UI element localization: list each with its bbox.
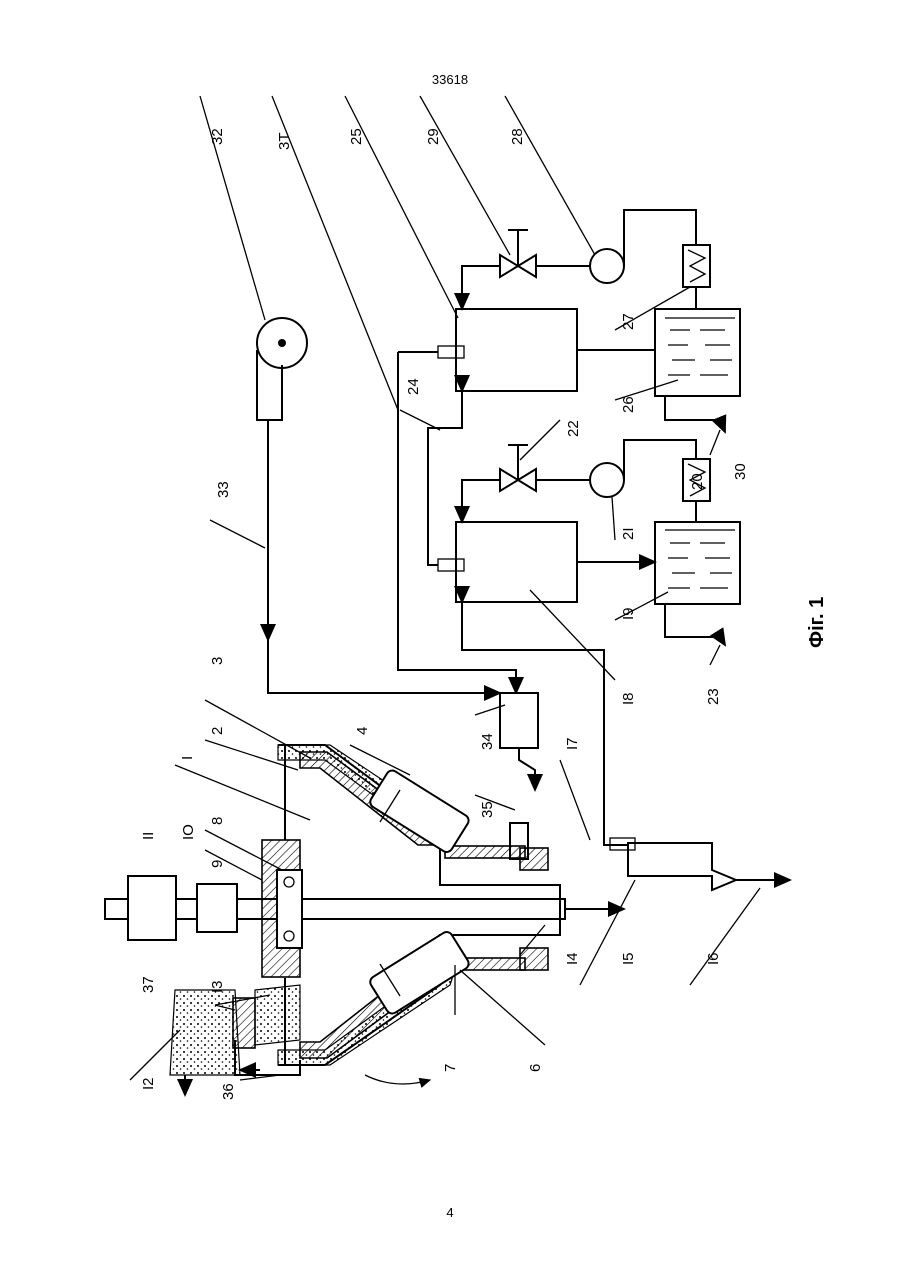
label-17: I7 [564, 737, 581, 750]
label-10: IO [180, 824, 197, 840]
heater-box-34 [500, 693, 538, 748]
label-24: 24 [405, 378, 422, 395]
label-26: 26 [620, 396, 637, 413]
label-2: 2 [209, 727, 226, 735]
label-37: 37 [140, 976, 157, 993]
label-19: I9 [620, 607, 637, 620]
label-35: 35 [479, 801, 496, 818]
label-32: 32 [209, 128, 226, 145]
reducer-10 [197, 884, 237, 932]
fan [257, 318, 307, 420]
label-1: I [179, 756, 196, 760]
label-36: 36 [220, 1083, 237, 1100]
valve-29 [500, 230, 536, 277]
label-3: 3 [209, 657, 226, 665]
label-8: 8 [209, 817, 226, 825]
vessel-18 [456, 522, 577, 602]
label-23: 23 [705, 688, 722, 705]
label-13: I3 [209, 980, 226, 993]
label-16: I6 [705, 952, 722, 965]
pump-21 [590, 463, 624, 497]
label-21: 2I [620, 527, 637, 540]
label-11: II [140, 832, 157, 840]
label-27: 27 [620, 313, 637, 330]
label-30: 30 [732, 463, 749, 480]
label-14: I4 [564, 952, 581, 965]
motor-11 [128, 876, 176, 940]
figure-caption: Фіг. 1 [806, 597, 828, 648]
heater-27 [683, 245, 710, 287]
label-33: 33 [215, 481, 232, 498]
label-28: 28 [509, 128, 526, 145]
label-9: 9 [209, 860, 226, 868]
page-number: 4 [0, 1205, 900, 1220]
label-18: I8 [620, 692, 637, 705]
centrifuge [105, 745, 624, 1095]
label-29: 29 [425, 128, 442, 145]
label-31: 3Т [276, 132, 293, 150]
label-12: I2 [140, 1077, 157, 1090]
label-34: 34 [479, 733, 496, 750]
figure-labels: 32 3Т 25 29 28 27 24 22 33 2I 20 30 26 I… [140, 128, 828, 1100]
label-20: 20 [689, 473, 706, 490]
label-15: I5 [620, 952, 637, 965]
label-25: 25 [348, 128, 365, 145]
label-22: 22 [565, 420, 582, 437]
label-4: 4 [354, 727, 371, 735]
label-7: 7 [442, 1064, 459, 1072]
valve-22 [500, 445, 536, 491]
cyclone-15 [610, 838, 790, 900]
vessel-25 [456, 309, 577, 391]
upper-equipment [257, 210, 790, 900]
label-6: 6 [527, 1064, 544, 1072]
